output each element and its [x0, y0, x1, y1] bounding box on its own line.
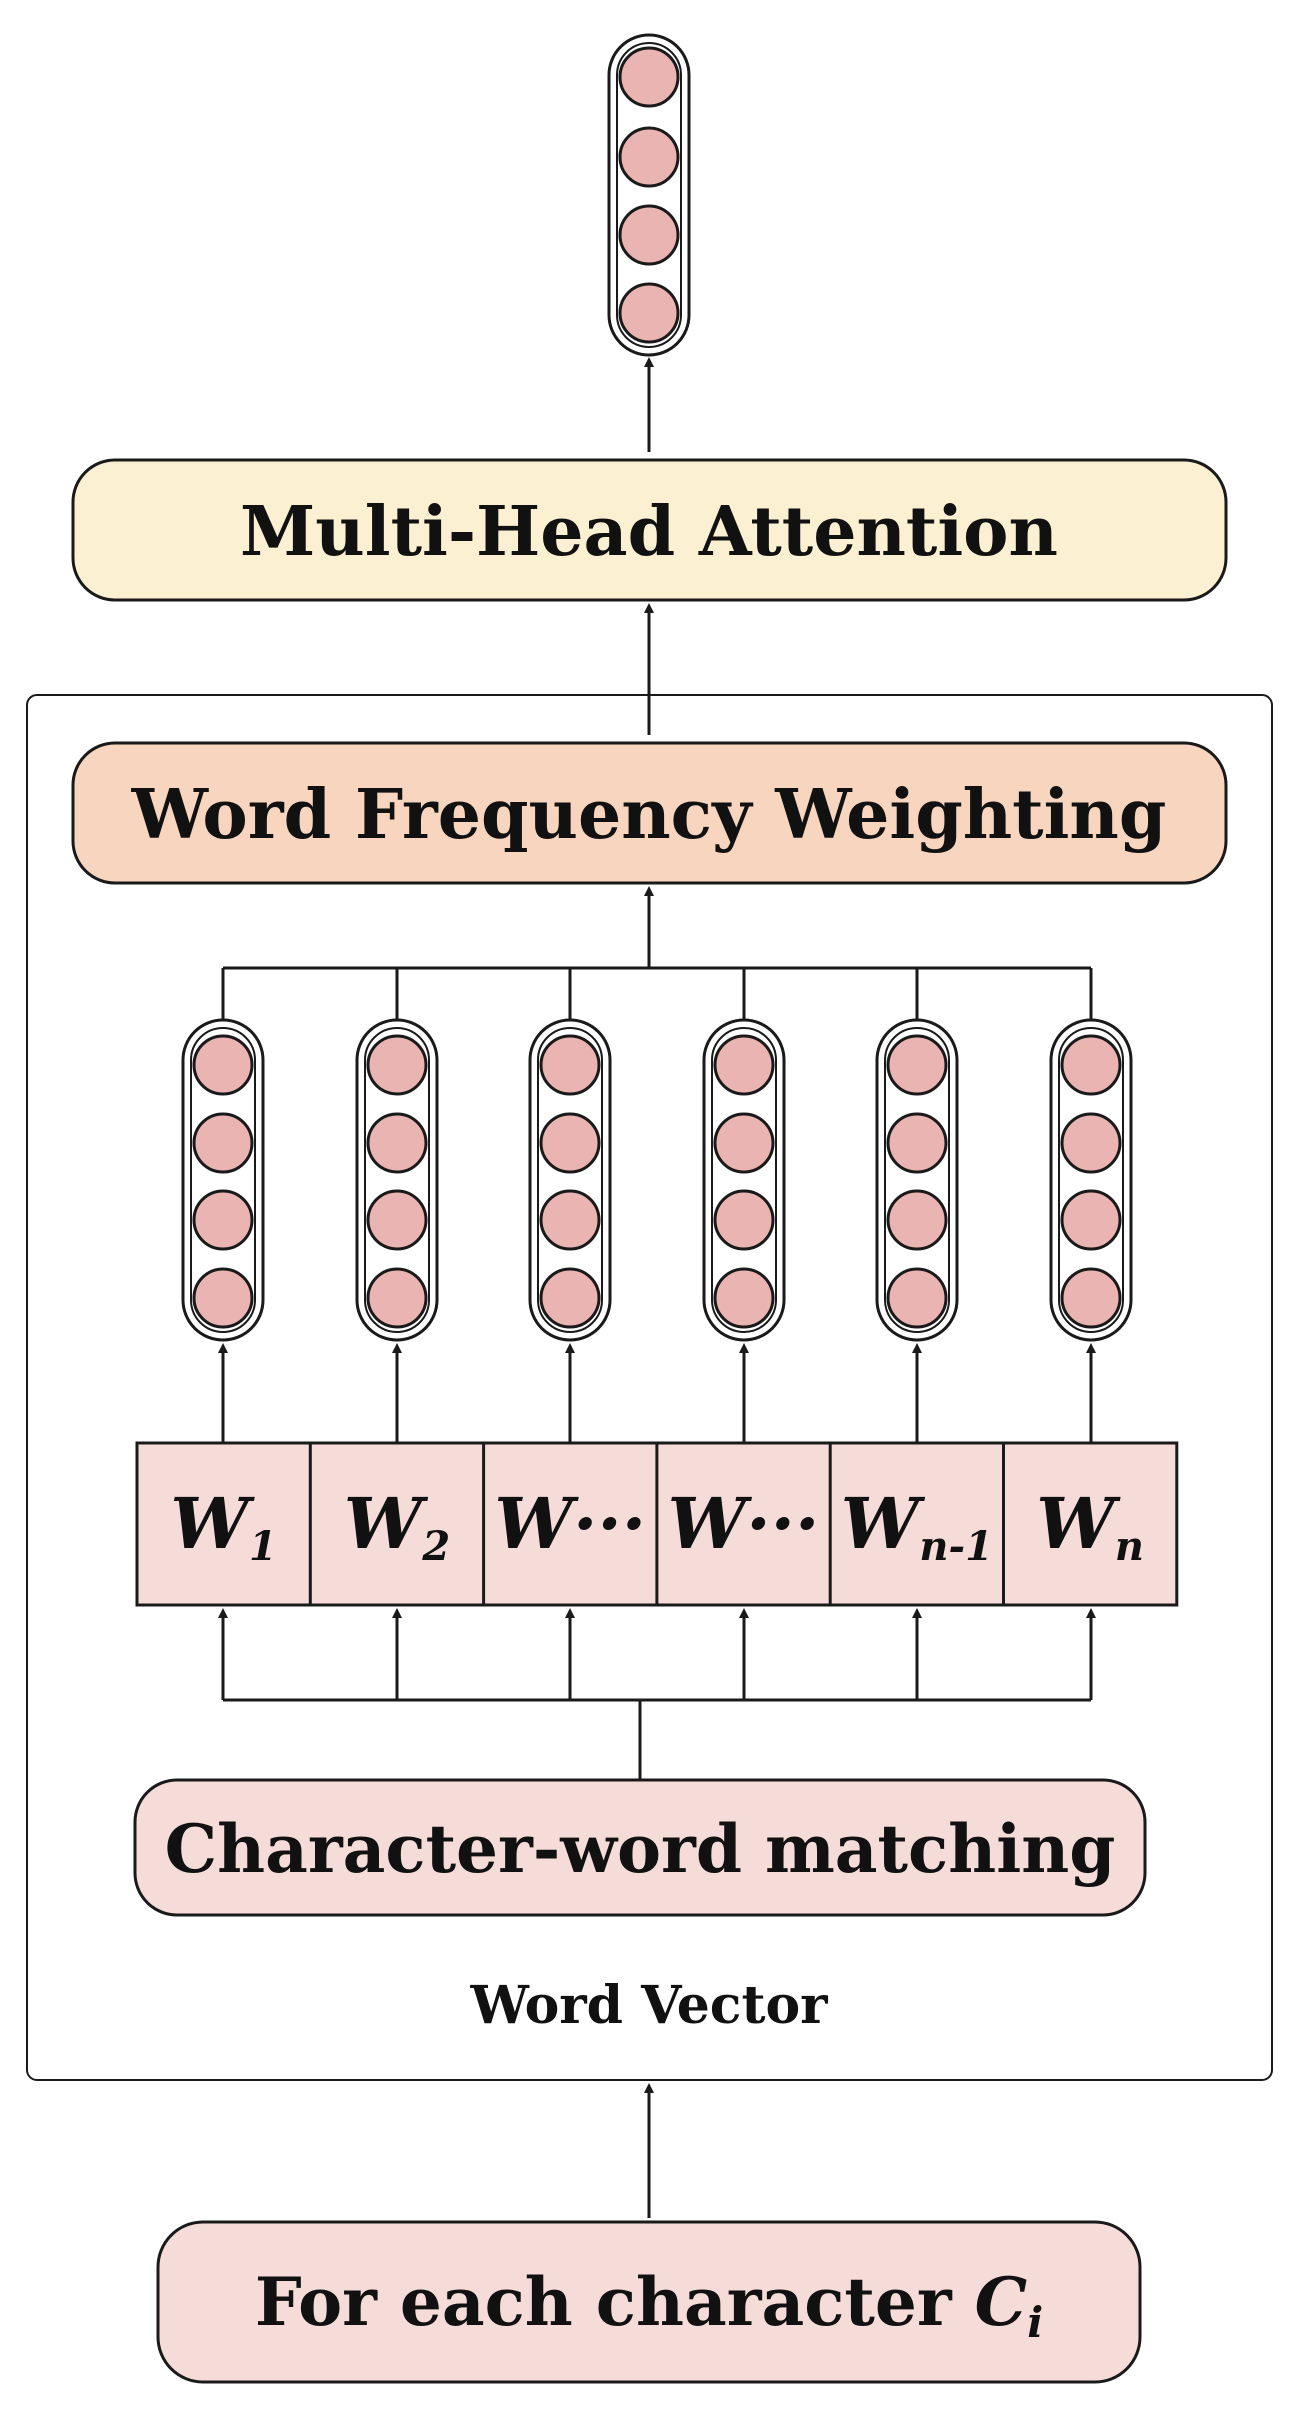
capsule-outline: [702, 1018, 786, 1342]
vector-circle: [713, 1267, 775, 1329]
capsule-inner-outline: [1058, 1027, 1124, 1333]
capsule-inner-outline: [711, 1027, 777, 1333]
word-vector-capsule: [1049, 968, 1133, 1443]
vector-circle: [366, 1112, 428, 1174]
word-cell-base: W···: [494, 1482, 646, 1565]
capsule-inner-outline: [190, 1027, 256, 1333]
vector-circle: [1060, 1112, 1122, 1174]
word-frequency-weighting-block: Word Frequency Weighting: [71, 741, 1228, 885]
output-vector-circle: [618, 282, 680, 344]
word-cell-base: W: [1036, 1482, 1121, 1565]
word-vectors-group: [181, 968, 1133, 1443]
vector-circle: [713, 1112, 775, 1174]
word-cell-label: Wn: [1036, 1482, 1144, 1570]
vector-circle: [539, 1267, 601, 1329]
word-cell-label: W2: [344, 1482, 450, 1570]
capsule-outline: [528, 1018, 612, 1342]
multi-head-attention-label: Multi-Head Attention: [240, 492, 1058, 572]
vector-circle: [366, 1034, 428, 1096]
vector-circle: [886, 1267, 948, 1329]
word-cell-subscript: n-1: [919, 1523, 993, 1570]
word-vector-capsule: [355, 968, 439, 1443]
capsule-inner-outline: [537, 1027, 603, 1333]
vector-circle: [539, 1034, 601, 1096]
input-variable: C: [975, 2263, 1028, 2341]
capsule-outline: [355, 1018, 439, 1342]
word-vector-caption: Word Vector: [469, 1975, 828, 2036]
word-cell-base: W: [841, 1482, 926, 1565]
output-vector-circle: [618, 46, 680, 108]
vector-circle: [713, 1034, 775, 1096]
input-box: [156, 2220, 1142, 2384]
matching-bus: [218, 1608, 1096, 1780]
word-cell-base: W···: [668, 1482, 820, 1565]
output-vector-capsule: [607, 33, 691, 357]
capsule-inner-outline: [364, 1027, 430, 1333]
vector-circle: [886, 1189, 948, 1251]
vector-circle: [192, 1267, 254, 1329]
character-word-matching-block: Character-word matching: [133, 1778, 1147, 1917]
multi-head-attention-block: Multi-Head Attention: [71, 458, 1228, 602]
input-label-text: For each character: [255, 2263, 975, 2341]
word-cell-label: W···: [668, 1482, 820, 1565]
word-vector-capsule: [528, 968, 612, 1443]
capsule-outline: [181, 1018, 265, 1342]
output-vector-circle: [618, 204, 680, 266]
word-cell-label: W···: [494, 1482, 646, 1565]
vector-circle: [886, 1112, 948, 1174]
word-vector-container: [26, 694, 1273, 2081]
word-vector-capsule: [875, 968, 959, 1443]
word-cell-base: W: [170, 1482, 255, 1565]
character-word-matching-label: Character-word matching: [165, 1810, 1116, 1888]
word-cell-subscript: 1: [249, 1523, 277, 1570]
vector-circle: [1060, 1267, 1122, 1329]
output-vector: [607, 33, 691, 357]
character-word-matching-box: [133, 1778, 1147, 1917]
word-frequency-weighting-label: Word Frequency Weighting: [131, 775, 1167, 855]
vector-circle: [1060, 1034, 1122, 1096]
vector-circle: [539, 1112, 601, 1174]
vector-circle: [192, 1112, 254, 1174]
word-frequency-weighting-box: [71, 741, 1228, 885]
word-cell-label: W1: [170, 1482, 276, 1570]
input-label: For each character Ci: [255, 2263, 1043, 2347]
output-vector-circle: [618, 126, 680, 188]
vector-circle: [192, 1034, 254, 1096]
capsule-inner-outline: [884, 1027, 950, 1333]
vector-circle: [366, 1267, 428, 1329]
vector-circle: [713, 1189, 775, 1251]
multi-head-attention-box: [71, 458, 1228, 602]
vector-circle: [192, 1189, 254, 1251]
word-vector-capsule: [702, 968, 786, 1443]
vector-circle: [366, 1189, 428, 1251]
word-cell-label: Wn-1: [841, 1482, 993, 1570]
word-cell-subscript: 2: [421, 1523, 450, 1570]
vector-circle: [886, 1034, 948, 1096]
vector-circle: [1060, 1189, 1122, 1251]
capsule-outline: [875, 1018, 959, 1342]
input-variable-subscript: i: [1027, 2298, 1043, 2347]
vector-circle: [539, 1189, 601, 1251]
capsule-outline: [1049, 1018, 1133, 1342]
word-cell-base: W: [344, 1482, 429, 1565]
word-vector-capsule: [181, 968, 265, 1443]
input-block: For each character Ci: [156, 2220, 1142, 2384]
word-cell-subscript: n: [1115, 1523, 1144, 1570]
